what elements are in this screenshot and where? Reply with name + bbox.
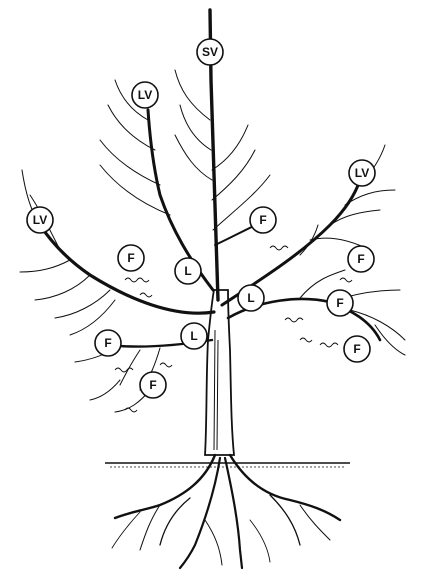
label-f-left-3: F: [140, 372, 166, 398]
label-l-upper-left: L: [175, 258, 201, 284]
roots: [112, 455, 340, 568]
label-l-lower-left-text: L: [190, 329, 197, 343]
label-f-right-2-text: F: [336, 296, 343, 310]
label-f-left-1: F: [118, 245, 144, 271]
label-lv-top-text: LV: [138, 88, 152, 102]
label-f-left-3-text: F: [149, 378, 156, 392]
label-l-upper-left-text: L: [184, 264, 191, 278]
label-f-right-3: F: [344, 336, 370, 362]
label-lv-left: LV: [27, 207, 53, 233]
label-lv-top: LV: [132, 82, 158, 108]
label-lv-right-text: LV: [355, 166, 369, 180]
label-f-upper-right-text: F: [259, 213, 266, 227]
label-sv-text: SV: [202, 45, 218, 59]
label-f-right-1: F: [348, 246, 374, 272]
label-lv-right: LV: [349, 160, 375, 186]
label-f-left-1-text: F: [127, 251, 134, 265]
label-f-right-1-text: F: [357, 252, 364, 266]
label-l-right: L: [238, 285, 264, 311]
label-f-upper-right: F: [250, 207, 276, 233]
label-sv: SV: [197, 39, 223, 65]
label-f-left-2: F: [95, 330, 121, 356]
trunk: [205, 290, 234, 455]
label-lv-left-text: LV: [33, 213, 47, 227]
label-f-right-2: F: [327, 290, 353, 316]
label-f-left-2-text: F: [104, 336, 111, 350]
label-f-right-3-text: F: [353, 342, 360, 356]
label-l-lower-left: L: [181, 323, 207, 349]
label-l-right-text: L: [247, 291, 254, 305]
